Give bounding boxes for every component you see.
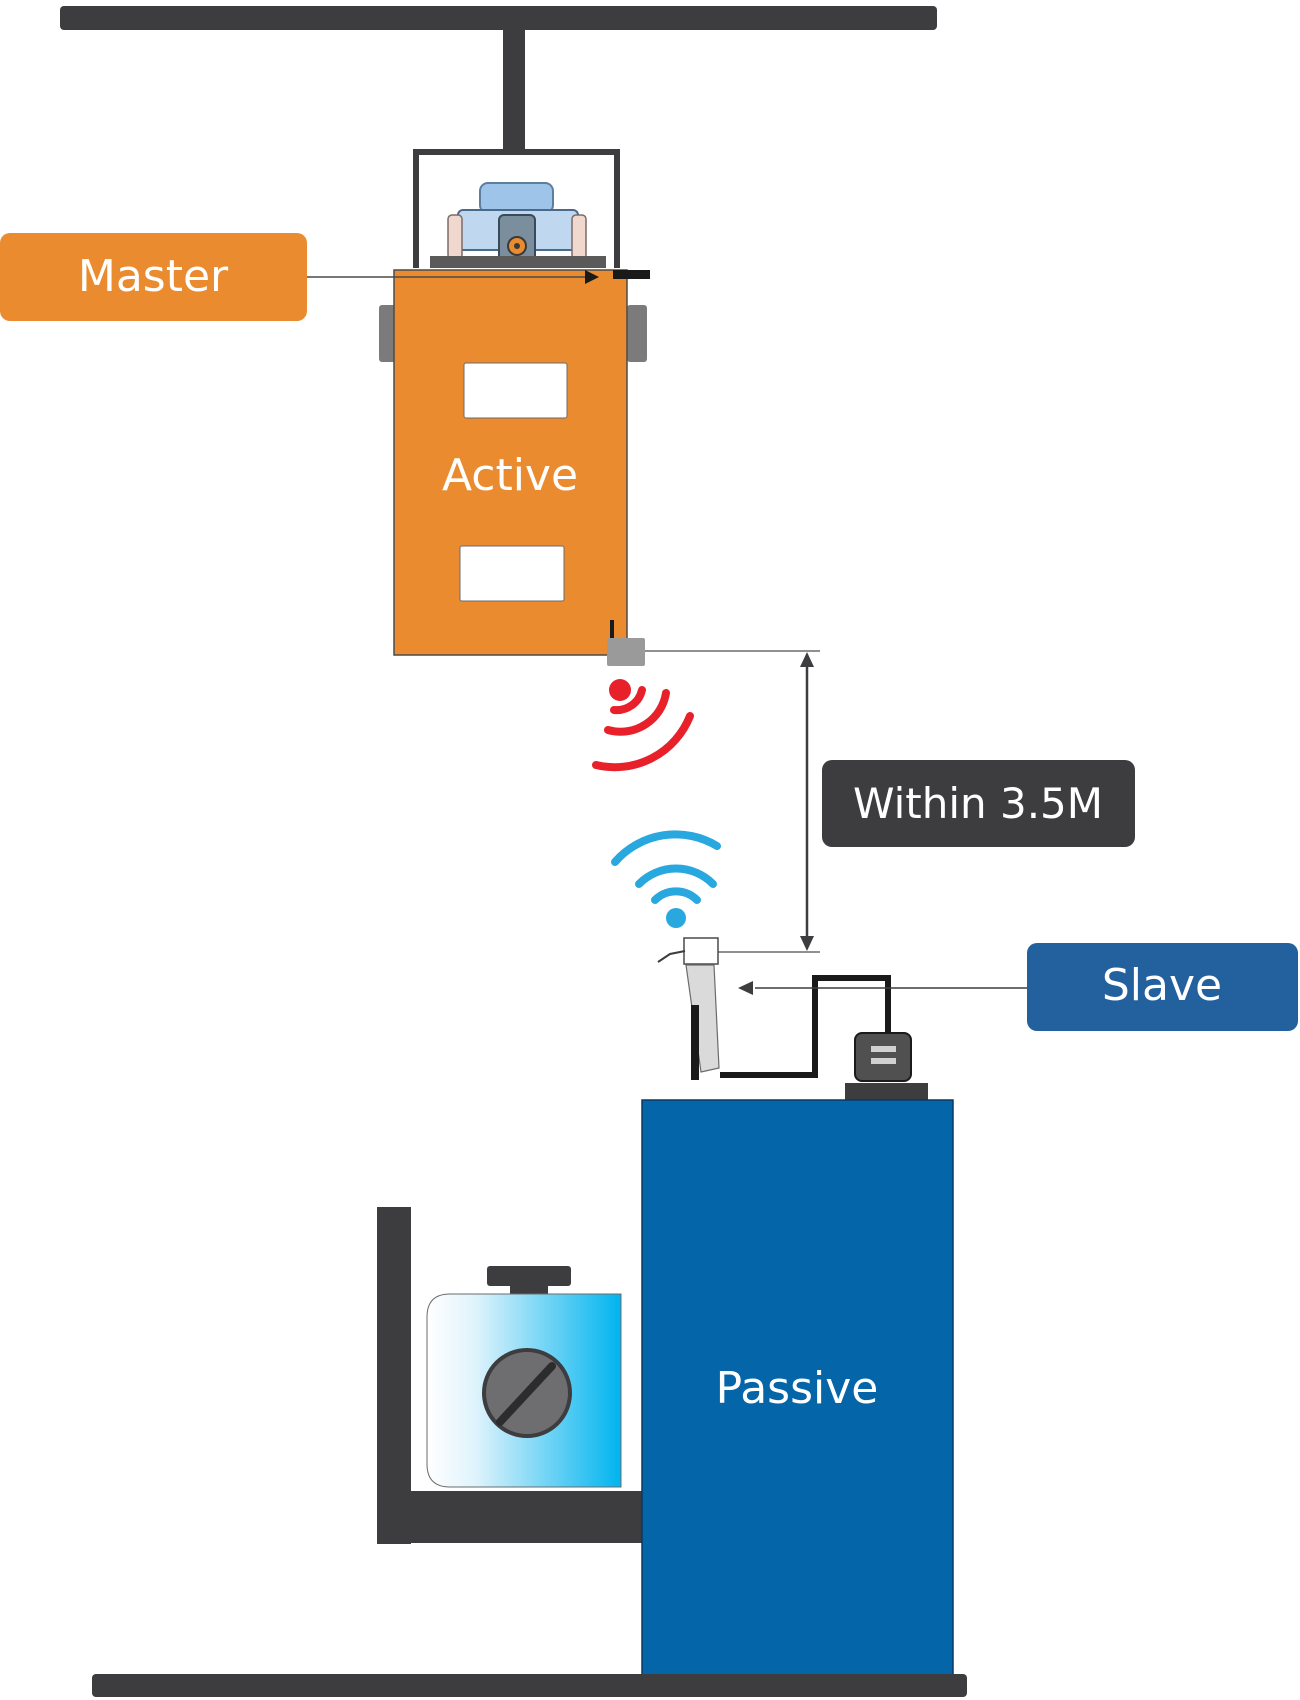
- distance-dimension: [645, 650, 820, 953]
- floor-rail: [92, 1674, 967, 1697]
- distance-label: Within 3.5M: [853, 779, 1103, 828]
- forklift-frame: [377, 1207, 642, 1544]
- slave-label: Slave: [1102, 960, 1222, 1011]
- radio-wave-icon: [592, 679, 694, 772]
- ceiling-rail: [60, 6, 937, 154]
- wifi-icon: [611, 830, 721, 928]
- master-label: Master: [78, 251, 229, 302]
- passive-label: Passive: [716, 1363, 879, 1414]
- valve-knob-icon: [482, 1348, 572, 1438]
- slave-sensor: [657, 937, 928, 1100]
- active-label: Active: [442, 450, 578, 501]
- slave-tag: Slave: [1027, 943, 1298, 1031]
- passive-unit: Passive: [641, 1099, 954, 1676]
- hoist-trolley: [413, 149, 620, 268]
- distance-tag: Within 3.5M: [822, 760, 1135, 847]
- master-tag: Master: [0, 233, 307, 321]
- active-unit: Active: [379, 269, 650, 666]
- slave-pointer-arrow: [738, 981, 1027, 995]
- master-pointer-arrow: [307, 270, 599, 284]
